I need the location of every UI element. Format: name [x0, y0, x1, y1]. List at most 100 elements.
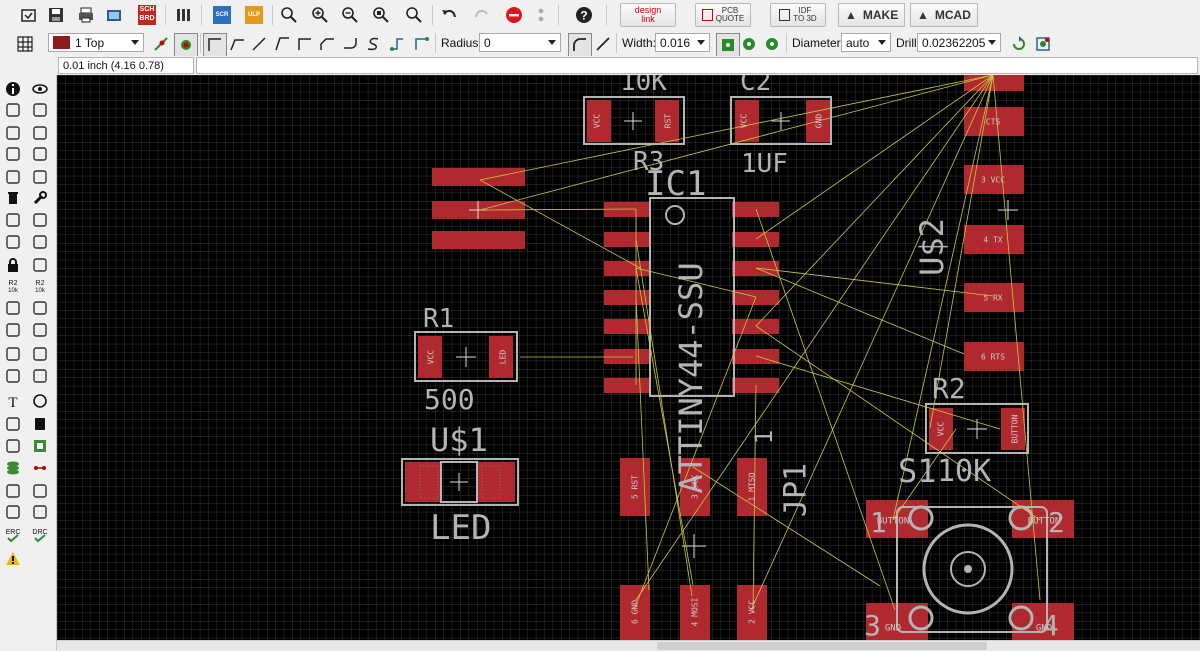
zoom-out-icon[interactable]	[339, 4, 361, 26]
redo-icon[interactable]	[471, 4, 493, 26]
meander-icon[interactable]	[3, 344, 23, 364]
wire-bend-4-icon[interactable]	[294, 33, 316, 55]
erc-icon[interactable]: ERC	[3, 525, 23, 545]
drill-select[interactable]: 0.02362205	[917, 33, 1001, 52]
horizontal-scrollbar[interactable]	[57, 640, 1200, 651]
text-icon[interactable]: T	[3, 391, 23, 411]
via-shape-octagon-icon[interactable]	[761, 33, 783, 55]
wire-bend-9-icon[interactable]	[410, 33, 432, 55]
help-icon[interactable]: ?	[573, 4, 595, 26]
pause-icon[interactable]	[530, 4, 552, 26]
zoom-last-icon[interactable]	[401, 4, 427, 26]
smash-icon[interactable]	[30, 255, 50, 275]
errors-icon[interactable]	[3, 549, 23, 569]
signal-icon[interactable]	[3, 458, 23, 478]
pinswap-icon[interactable]	[3, 232, 23, 252]
command-line-input[interactable]	[196, 57, 1198, 74]
optimize-icon[interactable]	[3, 320, 23, 340]
miter-round-icon[interactable]	[568, 33, 592, 57]
route-icon[interactable]	[30, 320, 50, 340]
wire-bend-1-icon[interactable]	[226, 33, 248, 55]
autodesk-a-icon: ▲	[917, 8, 929, 22]
via-shape-round-icon[interactable]	[738, 33, 760, 55]
save-icon[interactable]	[45, 4, 67, 26]
mcad-button[interactable]: ▲MCAD	[910, 3, 978, 27]
wire-bend-0-icon[interactable]	[203, 33, 227, 57]
delete-icon[interactable]	[3, 188, 23, 208]
wrench-icon[interactable]	[30, 188, 50, 208]
line-icon[interactable]	[30, 366, 50, 386]
add-icon[interactable]	[3, 210, 23, 230]
zoom-fit-icon[interactable]	[278, 4, 300, 26]
rect-icon[interactable]	[30, 414, 50, 434]
via-layers-icon[interactable]	[1032, 33, 1054, 55]
open-icon[interactable]	[18, 4, 40, 26]
wire-bend-7-icon[interactable]	[362, 33, 384, 55]
radius-value: 0	[484, 35, 491, 50]
copy-icon[interactable]	[3, 167, 23, 187]
stop-icon[interactable]	[503, 4, 525, 26]
scroll-thumb[interactable]	[657, 642, 987, 650]
move-icon[interactable]	[30, 123, 50, 143]
via-icon[interactable]	[30, 436, 50, 456]
width-select[interactable]: 0.016	[655, 33, 710, 52]
wire-bend-6-icon[interactable]	[339, 33, 361, 55]
autoroute-icon[interactable]	[3, 366, 23, 386]
paste-icon[interactable]	[30, 167, 50, 187]
layer-color-icon[interactable]	[3, 100, 23, 120]
zoom-in-icon[interactable]	[309, 4, 331, 26]
rotate-icon[interactable]	[30, 144, 50, 164]
replace-icon[interactable]	[30, 210, 50, 230]
wire-bend-8-icon[interactable]	[386, 33, 408, 55]
undo-icon[interactable]	[438, 4, 460, 26]
lib-icon[interactable]	[173, 4, 195, 26]
ripup-icon[interactable]	[30, 344, 50, 364]
gateswap-icon[interactable]	[30, 232, 50, 252]
radius-select[interactable]: 0	[479, 33, 561, 52]
wire-bend-2-icon[interactable]	[248, 33, 270, 55]
split-icon[interactable]	[3, 298, 23, 318]
circle-icon[interactable]	[30, 391, 50, 411]
drc-icon[interactable]: DRC	[30, 525, 50, 545]
hole-icon[interactable]	[30, 458, 50, 478]
via-shape-square-icon[interactable]	[716, 33, 740, 57]
grid-icon[interactable]	[14, 33, 36, 55]
layer-select[interactable]: 1 Top	[48, 33, 144, 52]
scr-icon[interactable]: SCR	[209, 4, 235, 26]
arc-icon[interactable]	[3, 414, 23, 434]
lock-icon[interactable]	[3, 255, 23, 275]
attribute-icon[interactable]	[3, 481, 23, 501]
mark-icon[interactable]	[30, 100, 50, 120]
info-icon[interactable]	[3, 79, 23, 99]
group-icon[interactable]	[3, 123, 23, 143]
mirror-icon[interactable]	[3, 144, 23, 164]
route-mode-icon[interactable]	[150, 33, 172, 55]
miter-straight-icon[interactable]	[592, 33, 614, 55]
dimension-icon[interactable]	[30, 481, 50, 501]
polygon-icon[interactable]	[3, 436, 23, 456]
print-icon[interactable]	[75, 4, 97, 26]
via-mode-icon[interactable]	[174, 33, 198, 57]
via-stack-icon[interactable]	[1008, 33, 1030, 55]
wire-bend-5-icon[interactable]	[316, 33, 338, 55]
wire-bend-3-icon[interactable]	[271, 33, 293, 55]
ulp-icon[interactable]: ULP	[241, 4, 267, 26]
s1-pad1-label: BUTTON	[877, 517, 910, 527]
make-button[interactable]: ▲MAKE	[838, 3, 906, 27]
ratsnest-icon[interactable]	[3, 502, 23, 522]
zoom-select-icon[interactable]	[370, 4, 392, 26]
cam-icon[interactable]	[103, 4, 125, 26]
autorouter-icon[interactable]	[30, 502, 50, 522]
miter-icon[interactable]	[30, 298, 50, 318]
us1-value: LED	[430, 508, 491, 548]
diameter-select[interactable]: auto	[841, 33, 891, 52]
eye-icon[interactable]	[30, 79, 50, 99]
